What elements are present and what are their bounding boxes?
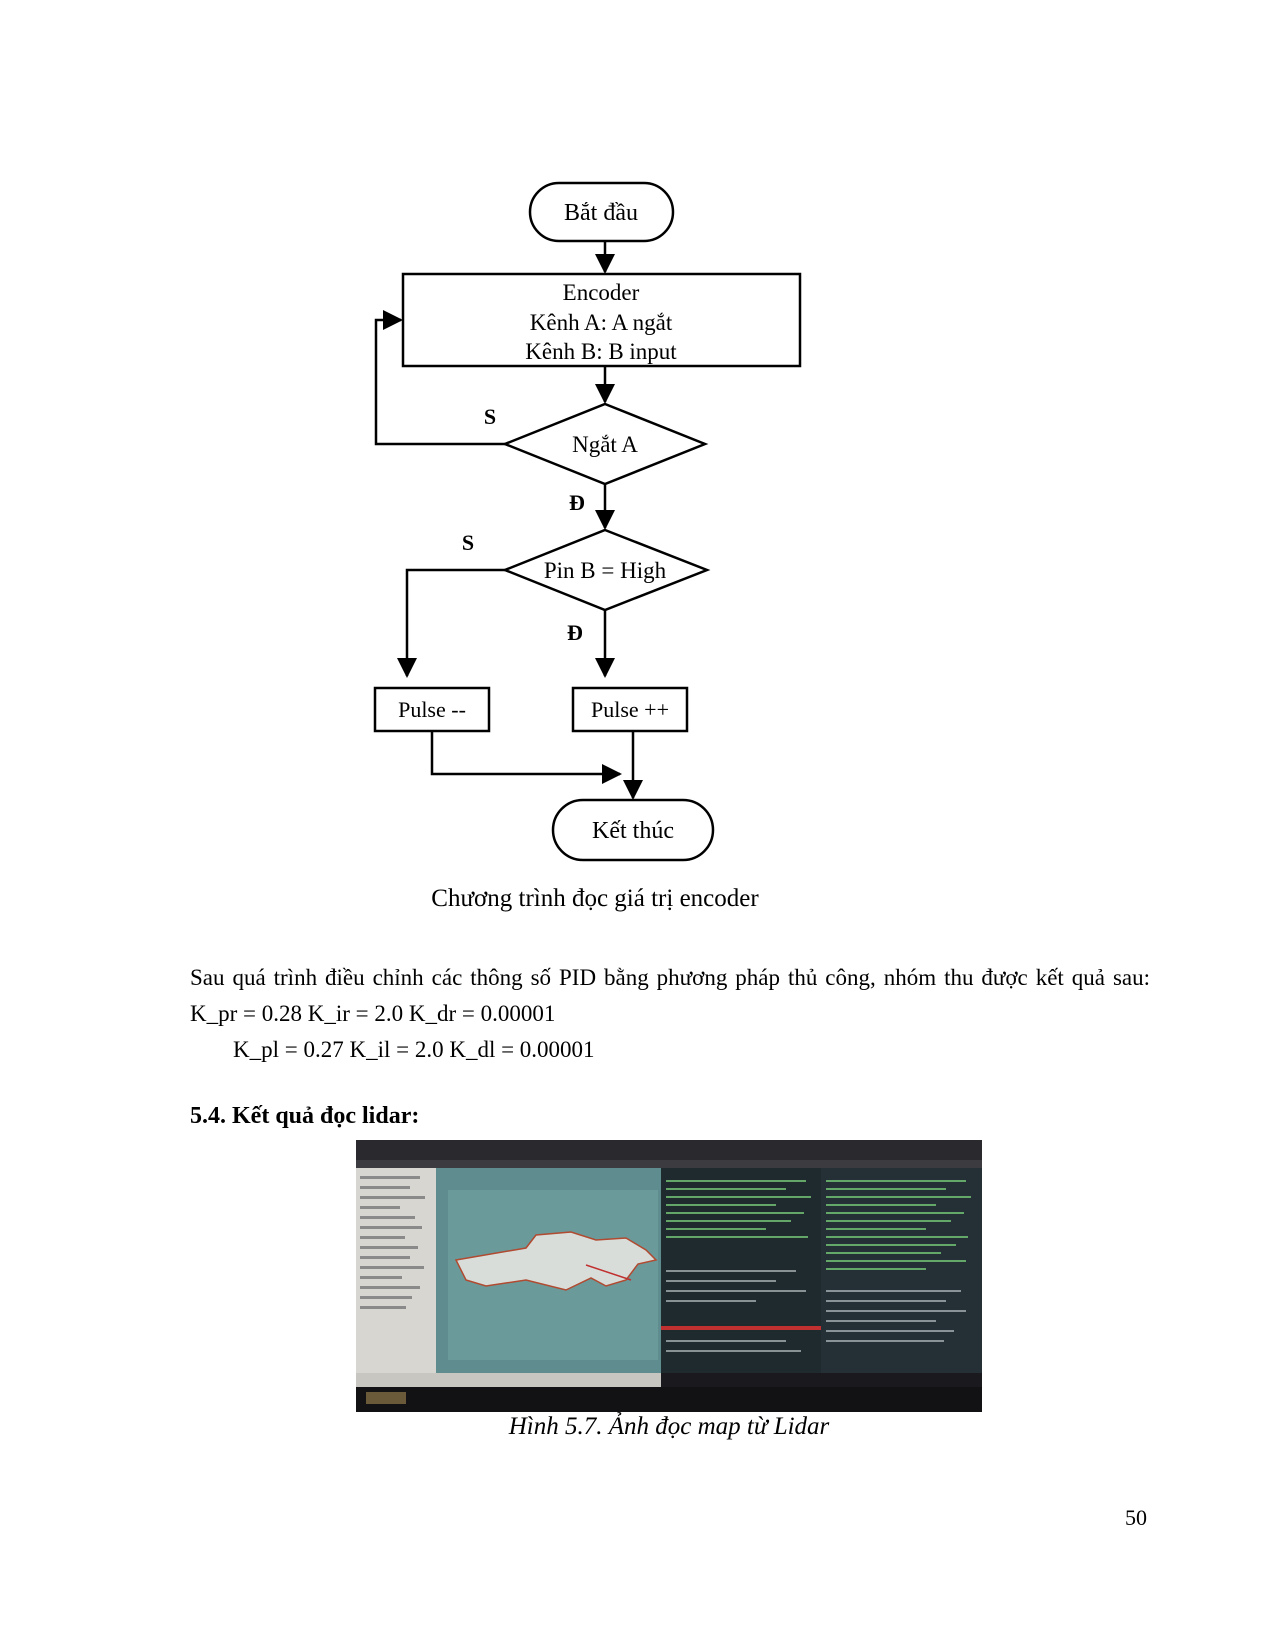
- decision1-yes-label: Đ: [569, 490, 585, 515]
- decision2-no-label: S: [462, 530, 474, 555]
- pid-result-line2: K_pl = 0.27 K_il = 2.0 K_dl = 0.00001: [233, 1032, 1193, 1068]
- decision1-no-label: S: [484, 404, 496, 429]
- lidar-map-photo-drawing: [356, 1140, 982, 1412]
- start-label: Bắt đầu: [564, 200, 638, 226]
- arrow-pulse-minus-merge: [432, 731, 620, 774]
- pulse-minus-label: Pulse --: [398, 697, 466, 722]
- encoder-channel-a: Kênh A: A ngắt: [530, 310, 673, 335]
- section-heading: 5.4. Kết quả đọc lidar:: [190, 1103, 419, 1130]
- pid-result-paragraph: Sau quá trình điều chỉnh các thông số PI…: [190, 960, 1150, 1032]
- page-number: 50: [1125, 1505, 1147, 1531]
- lidar-map-photo: [356, 1140, 982, 1412]
- encoder-flowchart: Bắt đầu Encoder Kênh A: A ngắt Kênh B: B…: [0, 0, 1275, 880]
- figure-caption: Hình 5.7. Ảnh đọc map từ Lidar: [0, 1413, 1275, 1441]
- decision2-label: Pin B = High: [544, 558, 667, 583]
- decision1-label: Ngắt A: [572, 432, 638, 457]
- arrow-decision2-to-pulse-minus: [407, 570, 505, 676]
- end-label: Kết thúc: [592, 818, 674, 844]
- decision2-yes-label: Đ: [567, 620, 583, 645]
- encoder-channel-b: Kênh B: B input: [525, 339, 677, 364]
- pulse-plus-label: Pulse ++: [591, 697, 669, 722]
- flowchart-caption: Chương trình đọc giá trị encoder: [0, 885, 1190, 913]
- encoder-title: Encoder: [563, 280, 640, 305]
